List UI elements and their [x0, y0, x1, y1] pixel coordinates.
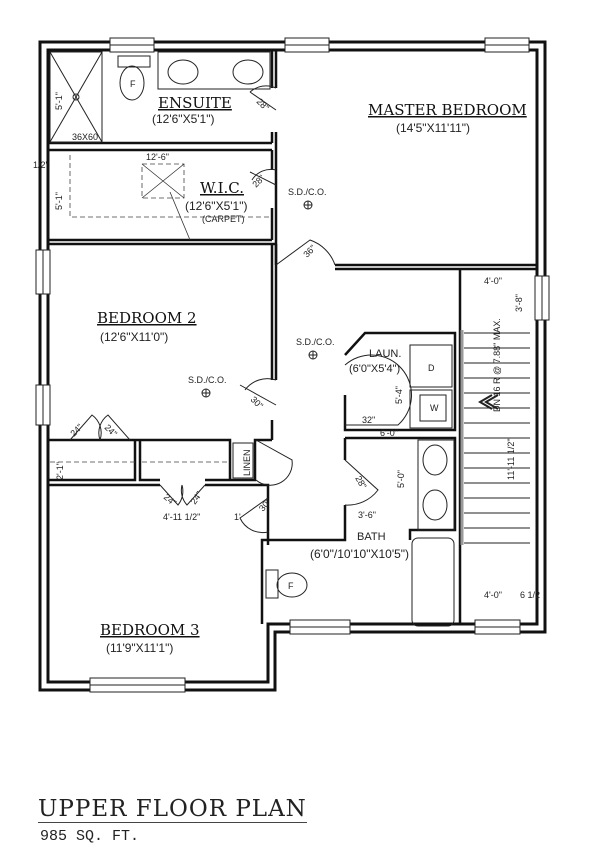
ensuite-label: ENSUITE: [158, 94, 232, 112]
exterior-walls: [38, 40, 547, 692]
bedroom-2-size: (12'6"X11'0"): [100, 330, 168, 344]
dim-door: 28": [250, 173, 266, 189]
dim-door: 28": [255, 96, 271, 112]
dim-door: 24": [162, 492, 179, 508]
plan-title: UPPER FLOOR PLAN: [38, 796, 307, 823]
dim-door: 24": [188, 490, 204, 507]
washer-mark: W: [430, 403, 439, 413]
bedroom-2-label: BEDROOM 2: [97, 309, 197, 327]
master-bedroom-label: MASTER BEDROOM: [368, 101, 527, 119]
windows: [35, 37, 550, 693]
dim-side: 6 1/2: [520, 590, 540, 600]
bedroom-3-label: BEDROOM 3: [100, 621, 200, 639]
dim-door: 28": [353, 474, 368, 490]
plan-area: 985 SQ. FT.: [40, 828, 140, 845]
bath-fixtures: [265, 439, 455, 627]
wic-size: (12'6"X5'1"): [185, 199, 247, 213]
ensuite-size: (12'6"X5'1"): [152, 112, 214, 126]
dim-door: 32": [362, 415, 375, 425]
stair-arrow: [478, 394, 499, 410]
dryer-mark: D: [428, 363, 435, 373]
dim-stair: 4'-0": [484, 276, 502, 286]
dim-wic: 5'-1": [54, 192, 64, 210]
dim-door: 30": [257, 497, 273, 514]
smoke-detector-label: S.D./C.O.: [288, 187, 327, 197]
dim-half: 1/2": [33, 160, 49, 170]
dim-laundry: 6'-0": [380, 428, 398, 438]
bath-size: (6'0"/10'10"X10'5"): [310, 547, 409, 561]
smoke-detector-label: S.D./C.O.: [188, 375, 227, 385]
linen-label: LINEN: [242, 449, 252, 476]
stair-note: DN 16 R @ 7.88" MAX.: [492, 318, 502, 412]
interior-walls: [48, 50, 537, 624]
dim-shower: 5'-1": [54, 92, 64, 110]
smoke-detector-label: S.D./C.O.: [296, 337, 335, 347]
dim-stair: 3'-8": [514, 294, 524, 312]
toilet-mark: F: [288, 581, 294, 591]
laundry-fixtures: [409, 344, 453, 429]
laundry-label: LAUN.: [369, 348, 401, 360]
dim-closet: 4'-11 1/2": [163, 512, 200, 522]
master-bedroom-size: (14'5"X11'11"): [396, 121, 470, 135]
dimension-labels: 28" 28" 36" 30" 30" 32" 28" 24" 24" 24" …: [33, 92, 540, 600]
dim-door: 24": [68, 422, 84, 438]
bath-label: BATH: [357, 531, 386, 543]
shower-size: 36X60: [72, 132, 98, 142]
dim-stair: 11'-11 1/2": [506, 438, 516, 480]
door-swings: [69, 85, 412, 534]
dim-one: 1': [234, 512, 241, 522]
dim-closet: 2'-1": [55, 462, 65, 480]
ensuite-fixtures: [49, 51, 271, 143]
dim-bath: 5'-0": [396, 470, 406, 488]
dim-door: 30": [249, 394, 265, 410]
dim-stair: 4'-0": [484, 590, 502, 600]
dim-laundry: 5'-4": [394, 386, 404, 404]
laundry-size: (6'0"X5'4"): [349, 363, 400, 375]
wic-note: (CARPET): [202, 214, 245, 224]
bedroom-3-size: (11'9"X11'1"): [106, 641, 173, 655]
wic-label: W.I.C.: [200, 179, 244, 197]
smoke-detector-icons: [201, 200, 318, 398]
toilet-mark: F: [130, 79, 136, 89]
dim-door: 36": [301, 243, 317, 259]
closet-shelving: [50, 442, 254, 479]
dim-bath: 3'-6": [358, 510, 376, 520]
dim-wic-shelf: 12'-6": [146, 152, 169, 162]
wic-shelving: [69, 155, 272, 241]
